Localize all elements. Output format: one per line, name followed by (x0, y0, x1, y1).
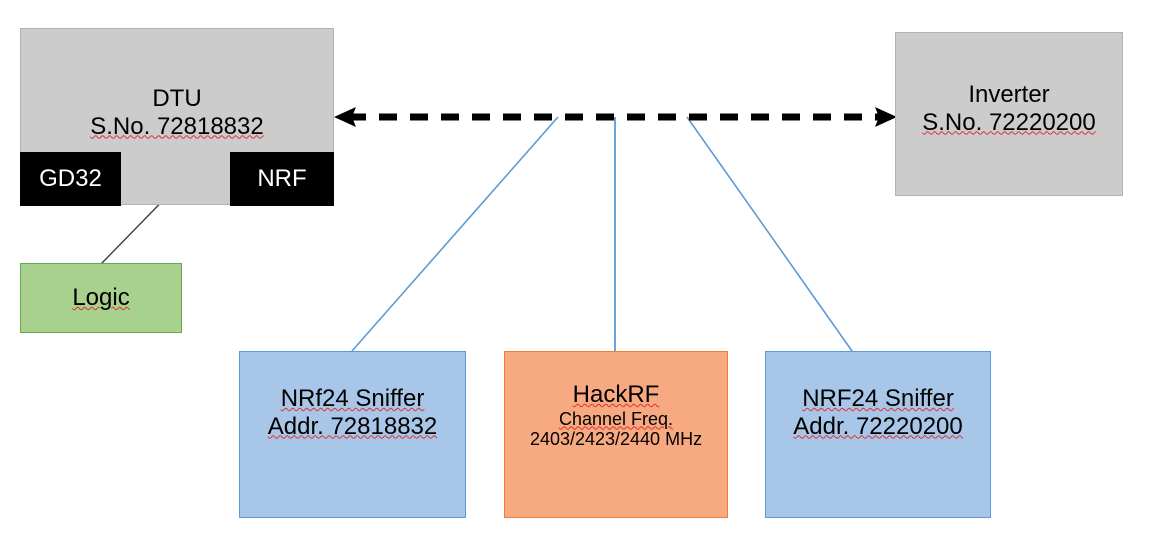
hackrf-frequencies: 2403/2423/2440 MHz (529, 429, 703, 450)
node-hackrf[interactable]: HackRF Channel Freq. 2403/2423/2440 MHz (504, 351, 728, 518)
node-sniffer-left[interactable]: NRf24 Sniffer Addr. 72818832 (239, 351, 466, 518)
sniffer-right-addr: Addr. 72220200 (793, 412, 963, 440)
dtu-serial: S.No. 72818832 (90, 112, 264, 140)
node-gd32[interactable]: GD32 (20, 152, 121, 206)
sniffer-right-title: NRF24 Sniffer (802, 384, 954, 412)
rf-link-arrowhead-right (875, 107, 897, 127)
gd32-label: GD32 (39, 165, 102, 193)
hackrf-title: HackRF (572, 381, 660, 409)
node-nrf[interactable]: NRF (230, 152, 334, 206)
rf-link-arrowhead-left (334, 107, 356, 127)
node-logic-analyzer[interactable]: Logic (20, 263, 182, 333)
node-sniffer-right[interactable]: NRF24 Sniffer Addr. 72220200 (765, 351, 991, 518)
tap-line-right-sniffer (686, 116, 853, 352)
tap-line-left-sniffer (351, 116, 559, 352)
inverter-serial: S.No. 72220200 (922, 108, 1096, 136)
inverter-title: Inverter (968, 81, 1050, 108)
hackrf-subtitle: Channel Freq. (558, 408, 674, 429)
sniffer-left-addr: Addr. 72818832 (267, 412, 438, 440)
node-inverter[interactable]: Inverter S.No. 72220200 (895, 32, 1123, 196)
sniffer-left-title: NRf24 Sniffer (280, 384, 425, 412)
logic-label: Logic (72, 284, 130, 312)
nrf-label: NRF (257, 165, 307, 193)
dtu-title: DTU (152, 85, 202, 112)
